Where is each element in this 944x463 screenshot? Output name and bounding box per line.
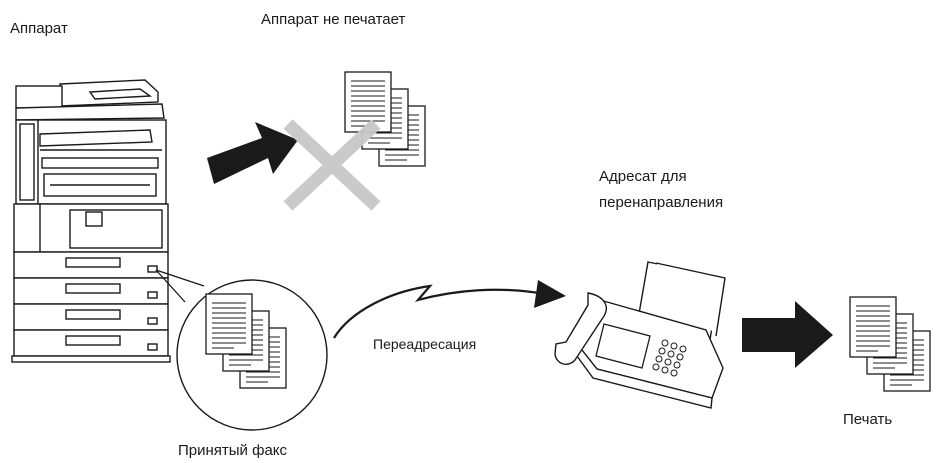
cross-icon [283, 119, 381, 211]
printed-document-icon [850, 297, 930, 391]
magnifier-pointer [155, 269, 205, 303]
forward-destination-label-line1: Адресат для [599, 168, 687, 185]
no-print-label: Аппарат не печатает [261, 11, 406, 28]
received-fax-label: Принятый факс [178, 442, 288, 459]
device-label: Аппарат [10, 20, 68, 37]
forwarding-label: Переадресация [373, 336, 477, 352]
forward-destination-label-line2: перенаправления [599, 194, 724, 211]
fax-machine-icon [554, 261, 726, 409]
crossed-document-icon [345, 72, 425, 166]
lightning-arrow-icon [333, 280, 566, 339]
print-label: Печать [843, 411, 893, 428]
copier-icon [11, 79, 171, 363]
print-arrow-icon [742, 301, 833, 368]
arrow-right-icon [207, 122, 298, 184]
magnifier-circle-icon [176, 279, 328, 431]
